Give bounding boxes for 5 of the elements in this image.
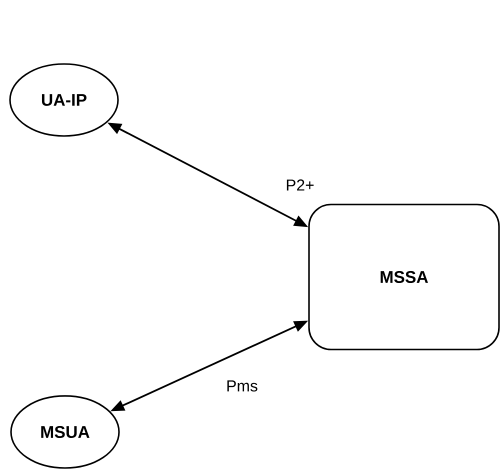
edge-label: Pms (225, 379, 259, 393)
ellipse-node: UA-IP (9, 63, 119, 137)
rounded-box: MSSA (308, 204, 500, 350)
edge-label: P2+ (284, 178, 316, 192)
ellipse-node: MSUA (10, 395, 120, 469)
